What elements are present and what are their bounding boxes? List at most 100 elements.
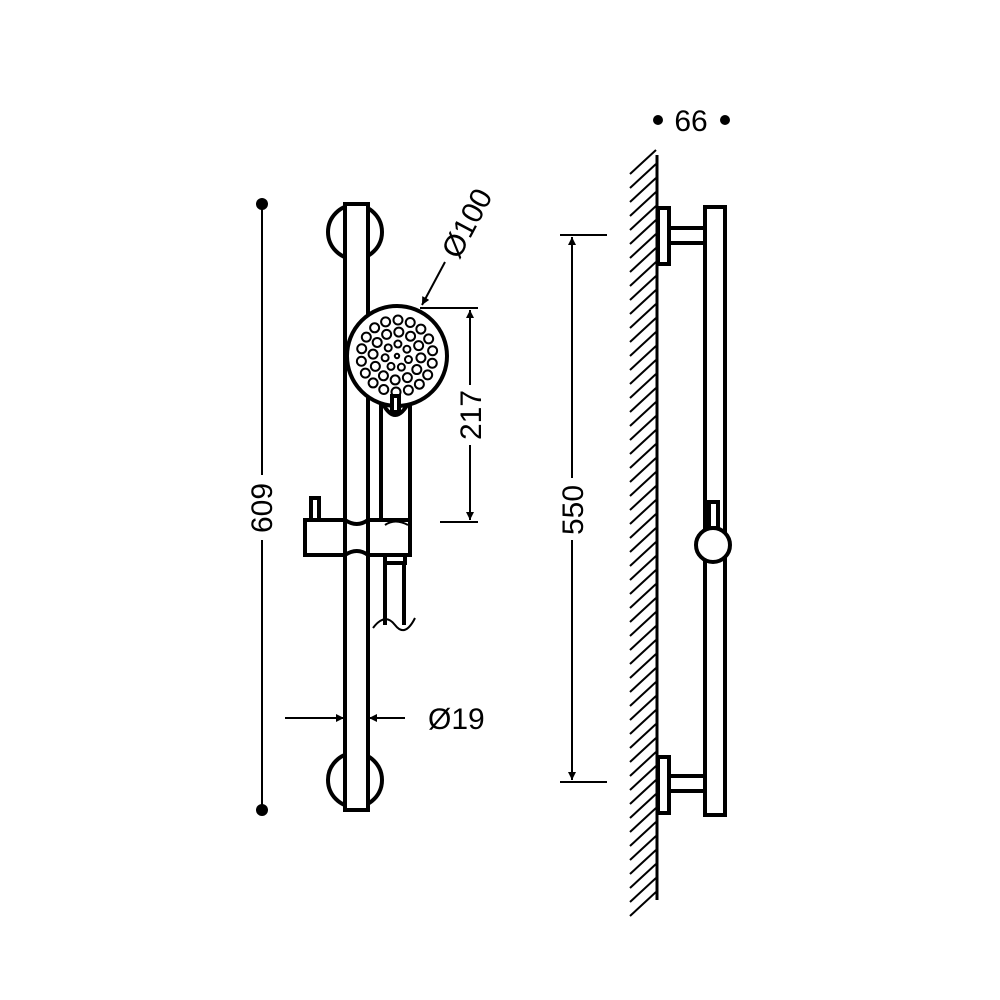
dimension-dot [720,115,730,125]
hatch-line [629,163,657,189]
nozzle [402,384,414,396]
bottom-bracket-arm [667,774,707,793]
wall-hatching [629,149,657,917]
hatch-line [629,765,657,791]
hatch-line [629,373,657,399]
hatch-line [629,149,657,175]
hatch-line [629,457,657,483]
hatch-line [629,345,657,371]
hatch-line [629,359,657,385]
shower-head-nozzles [355,314,439,398]
hatch-line [629,611,657,637]
hatch-line [629,219,657,245]
nozzle [369,322,381,334]
hatch-line [629,233,657,259]
nozzle [380,316,392,328]
nozzle [393,339,403,349]
nozzle [383,343,393,353]
front-view: 609 217 Ø100 Ø19 [246,183,499,816]
hatch-line [629,303,657,329]
nozzle [415,323,427,335]
hatch-line [629,835,657,861]
nozzle [380,353,390,363]
hatch-line [629,625,657,651]
dimension-dot [653,115,663,125]
hatch-line [629,261,657,287]
nozzle [405,330,417,342]
nozzle [355,355,367,367]
hatch-line [629,737,657,763]
nozzle [378,383,390,395]
nozzle [381,328,393,340]
hatch-line [629,317,657,343]
hatch-line [629,527,657,553]
nozzle [401,372,413,384]
hatch-line [629,723,657,749]
hatch-line [629,849,657,875]
nozzle [393,326,405,338]
nozzle [423,333,435,345]
hatch-line [629,709,657,735]
hatch-line [629,597,657,623]
nozzle [413,340,425,352]
hatch-line [629,275,657,301]
nozzle [415,352,427,364]
dimension-head-diameter: Ø100 [436,183,500,263]
dimension-217: 217 [455,390,488,440]
hatch-line [629,387,657,413]
nozzle [367,348,379,360]
nozzle [359,367,371,379]
hatch-line [629,331,657,357]
hatch-line [629,471,657,497]
hatch-line [629,541,657,567]
hatch-line [629,191,657,217]
hatch-line [629,499,657,525]
dimension-66: 66 [674,105,707,138]
top-bracket-arm [667,226,707,245]
hatch-line [629,289,657,315]
hatch-line [629,681,657,707]
slide-rail [343,202,370,812]
nozzle [377,370,389,382]
hatch-line [629,639,657,665]
slider-pin [309,496,321,522]
hatch-line [629,177,657,203]
hatch-line [629,583,657,609]
nozzle [403,355,413,365]
shower-hose [383,555,406,625]
dimension-609: 609 [246,483,279,533]
hatch-line [629,779,657,805]
hatch-line [629,751,657,777]
hatch-line [629,443,657,469]
nozzle [386,361,396,371]
hatch-line [629,877,657,903]
side-view: 550 66 [557,105,732,917]
hatch-line [629,415,657,441]
nozzle [413,378,425,390]
hatch-line [629,653,657,679]
hatch-line [629,401,657,427]
hatch-line [629,513,657,539]
slider [303,518,412,557]
nozzle [371,336,383,348]
hatch-line [629,429,657,455]
hatch-line [629,555,657,581]
hatch-line [629,793,657,819]
nozzle [356,343,368,355]
hatch-line [629,863,657,889]
hatch-line [629,821,657,847]
hatch-line [629,695,657,721]
dimension-rail-diameter: Ø19 [428,703,485,736]
hatch-line [629,569,657,595]
nozzle [367,377,379,389]
nozzle [426,357,438,369]
nozzle [402,344,412,354]
nozzle [427,345,439,357]
dimension-550: 550 [557,485,590,535]
hatch-line [629,807,657,833]
nozzle [389,374,401,386]
hatch-line [629,247,657,273]
nozzle [411,364,423,376]
nozzle [392,314,404,326]
